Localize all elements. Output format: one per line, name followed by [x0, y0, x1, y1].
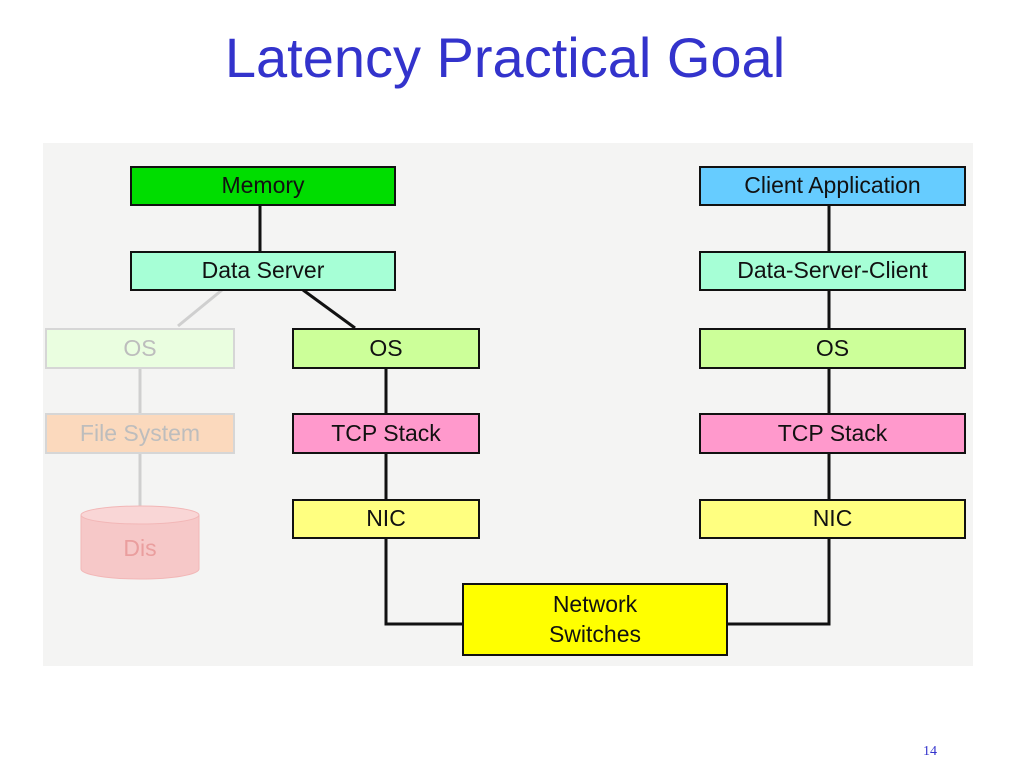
client-nic-box: NIC: [699, 499, 966, 539]
data-server-box: Data Server: [130, 251, 396, 291]
page-number: 14: [923, 744, 937, 759]
data-server-label: Data Server: [201, 257, 325, 284]
server-os-box: OS: [292, 328, 480, 369]
connector-client-nic-to-network-switches: [727, 538, 831, 626]
connector-nic-to-network-switches: [384, 538, 463, 626]
client-application-label: Client Application: [744, 172, 921, 199]
network-switches-label-line2: Switches: [548, 620, 642, 647]
client-nic-label: NIC: [812, 505, 853, 532]
data-server-client-label: Data-Server-Client: [737, 257, 928, 284]
server-os-label: OS: [369, 334, 403, 361]
network-switches-label-line1: Network: [552, 590, 638, 617]
latency-diagram: [43, 143, 973, 666]
memory-label: Memory: [221, 172, 305, 199]
server-nic-box: NIC: [292, 499, 480, 539]
client-tcp-stack-box: TCP Stack: [699, 413, 966, 454]
data-server-client-box: Data-Server-Client: [699, 251, 966, 291]
connector-data-server-to-os: [302, 288, 356, 330]
faded-os-box: OS: [45, 328, 235, 369]
slide-title: Latency Practical Goal: [224, 26, 786, 89]
client-os-box: OS: [699, 328, 966, 369]
connector-data-server-to-faded-os: [177, 288, 223, 328]
server-nic-label: NIC: [366, 505, 406, 532]
client-tcp-stack-label: TCP Stack: [777, 419, 888, 446]
client-os-label: OS: [815, 334, 850, 361]
server-tcp-stack-label: TCP Stack: [331, 419, 441, 446]
server-tcp-stack-box: TCP Stack: [292, 413, 480, 454]
disk-icon: [80, 505, 200, 580]
faded-file-system-box: File System: [45, 413, 235, 454]
faded-disk-label: Dis: [123, 535, 157, 561]
faded-os-label: OS: [123, 334, 157, 361]
network-switches-box: Network Switches: [462, 583, 728, 656]
client-application-box: Client Application: [699, 166, 966, 206]
memory-box: Memory: [130, 166, 396, 206]
faded-disk-cylinder: Dis: [80, 505, 200, 581]
faded-file-system-label: File System: [79, 419, 201, 446]
